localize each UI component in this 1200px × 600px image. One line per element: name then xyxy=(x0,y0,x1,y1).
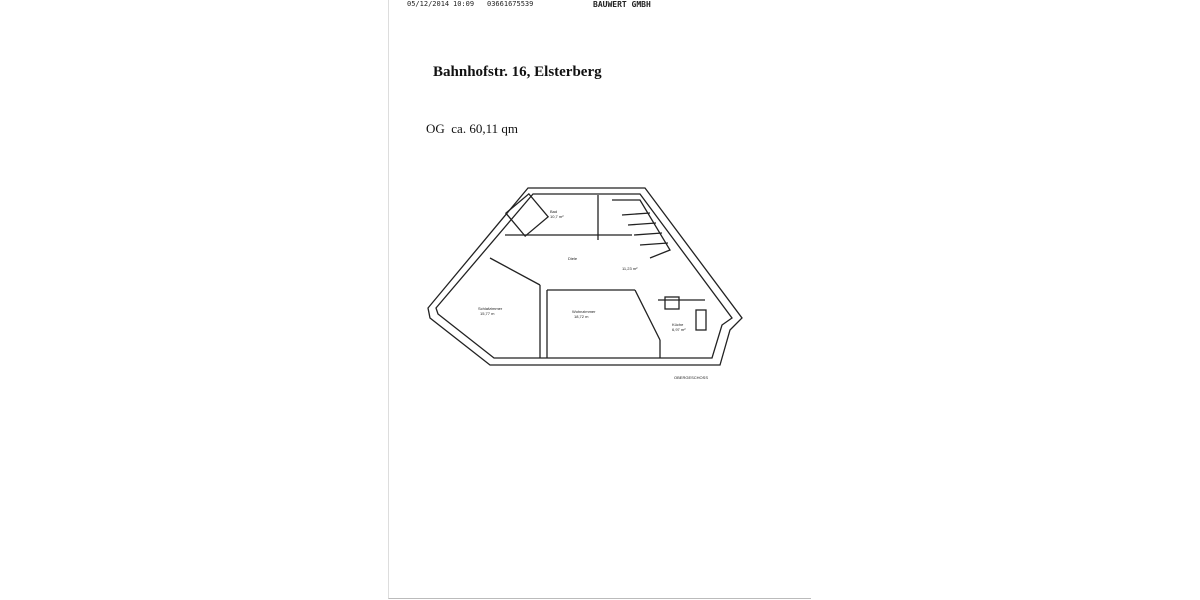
room-schlafzimmer-area: 15,77 m xyxy=(480,311,495,316)
room-diele-area: 11,23 m² xyxy=(622,266,638,271)
fax-number: 03661675539 xyxy=(487,0,534,8)
inner-wall xyxy=(435,193,733,359)
fax-sender: BAUWERT GMBH xyxy=(593,0,651,9)
room-kueche: Küche xyxy=(672,322,684,327)
room-bad: Bad xyxy=(550,209,557,214)
document-page xyxy=(388,0,811,599)
document-title: Bahnhofstr. 16, Elsterberg xyxy=(433,64,602,80)
floor-name: OG xyxy=(426,121,445,136)
floor-label: OBERGESCHOSS xyxy=(674,375,708,380)
fax-time: 10:09 xyxy=(453,0,475,8)
room-diele: Diele xyxy=(568,256,578,261)
room-kueche-area: 6,97 m² xyxy=(672,327,686,332)
area-value: ca. 60,11 qm xyxy=(451,121,518,136)
room-schlafzimmer: Schlafzimmer xyxy=(478,306,503,311)
fax-date: 05/12/2014 xyxy=(407,0,450,8)
floor-area: OG ca. 60,11 qm xyxy=(426,121,518,137)
room-wohnzimmer-area: 18,72 m xyxy=(574,314,589,319)
room-bad-area: 10,7 m² xyxy=(550,214,564,219)
room-wohnzimmer: Wohnzimmer xyxy=(572,309,596,314)
outer-wall xyxy=(427,187,743,366)
